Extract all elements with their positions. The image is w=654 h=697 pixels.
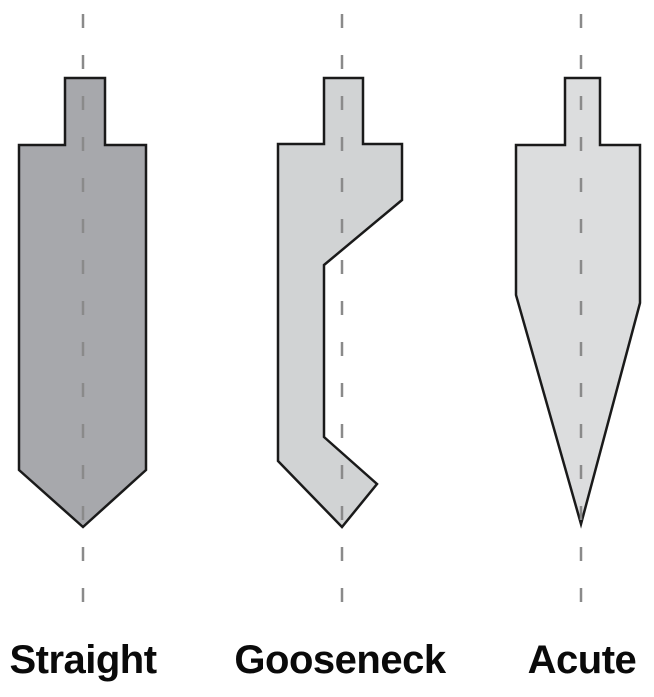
acute-punch — [514, 76, 642, 529]
gooseneck-punch-outline — [276, 76, 404, 529]
acute-label: Acute — [527, 638, 637, 682]
gooseneck-label: Gooseneck — [234, 638, 446, 682]
acute-punch-outline — [514, 76, 642, 529]
straight-label: Straight — [9, 638, 157, 682]
gooseneck-punch — [276, 76, 404, 529]
